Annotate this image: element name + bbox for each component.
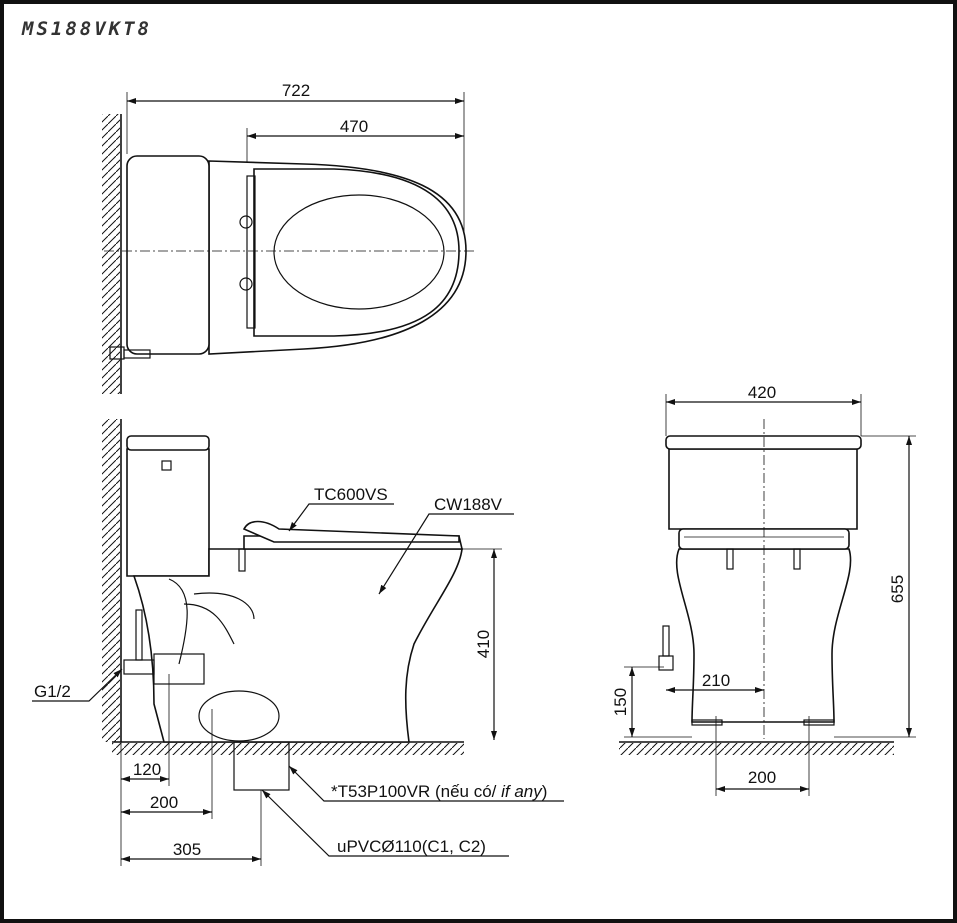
dim-722: 722 [282,81,310,100]
seat-opening [273,194,445,310]
model-title: MS188VKT8 [22,18,152,40]
tank-top [126,155,210,355]
bowl-side [132,548,463,743]
supply-hose [135,609,143,661]
dim-420: 420 [748,383,776,402]
flush-button [161,460,172,471]
dim-200: 200 [150,793,178,812]
tank-front [668,448,858,530]
dim-655: 655 [888,575,907,603]
side-view: 410 120 200 305 TC600VS CW188V G1/2 *T53… [32,419,564,866]
tank-lid [126,435,210,451]
label-pipe: uPVCØ110(C1, C2) [337,837,486,856]
top-view: 722 470 [102,81,474,394]
hinge-bolt [239,215,253,229]
floor-hatch [112,743,464,755]
seat-lid-side [242,520,460,543]
label-bowl-model: CW188V [434,495,503,514]
dim-210: 210 [702,671,730,690]
label-adapter: *T53P100VR (nếu có/ if any) [331,782,547,801]
dim-200-front: 200 [748,768,776,787]
dim-305: 305 [173,840,201,859]
dim-470: 470 [340,117,368,136]
tank-side [126,448,210,577]
angle-valve [658,655,674,671]
seat-top [253,168,460,337]
front-view: 420 655 150 210 200 [611,383,916,796]
hinge-bolt [239,277,253,291]
floor-bolt [803,719,835,726]
technical-drawing: 722 470 410 [32,81,916,866]
dim-120: 120 [133,760,161,779]
floor-bolt [691,719,723,726]
angle-valve [123,659,155,675]
supply-bracket [123,349,151,359]
wall-hatch [102,114,120,394]
wall-hatch [102,419,120,742]
dim-410: 410 [474,630,493,658]
floor-hatch [619,743,894,755]
label-seat-model: TC600VS [314,485,388,504]
dim-150: 150 [611,688,630,716]
tank-lid-front [665,435,862,450]
label-supply-thread: G1/2 [34,682,71,701]
